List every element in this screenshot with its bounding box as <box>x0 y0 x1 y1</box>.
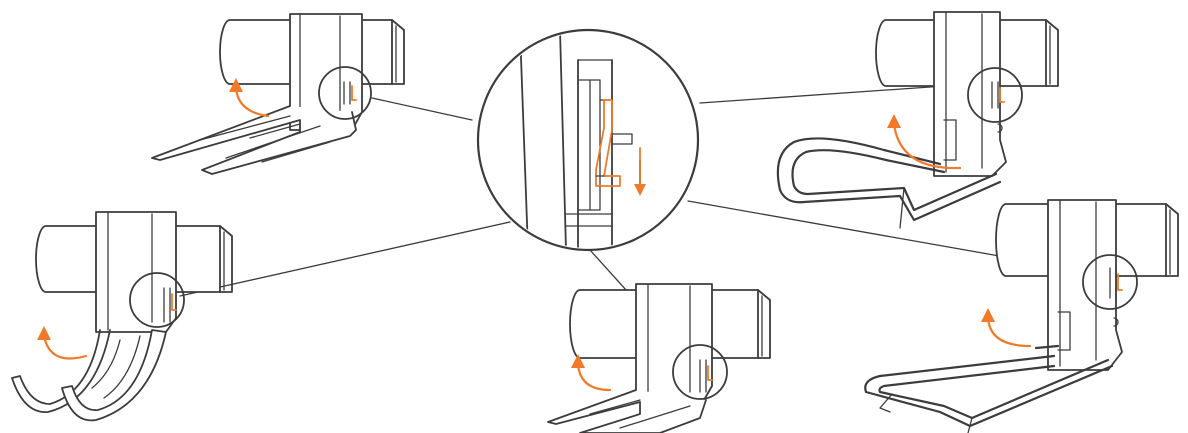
clip-body <box>933 11 1007 177</box>
rotate-up-arrow <box>234 86 270 118</box>
small-tray-hook <box>547 283 771 433</box>
clip-body <box>635 283 713 401</box>
j-curve-back <box>11 329 111 413</box>
latch-lever <box>595 99 621 187</box>
callout-circle <box>129 272 185 328</box>
rotate-up-arrow <box>576 362 612 392</box>
latch-detail-magnified <box>476 28 700 252</box>
rotate-up-arrow <box>42 334 88 360</box>
j-hook <box>11 211 233 422</box>
rotate-up-arrow <box>892 122 962 170</box>
leader-line-top-right <box>699 83 974 104</box>
magnifier-circle <box>476 28 700 252</box>
leader-line-left <box>179 221 511 297</box>
rotate-up-arrow <box>986 316 1032 348</box>
leader-line-top-left <box>371 97 473 121</box>
flat-tray-hook <box>151 13 405 175</box>
wire-loop-hook <box>776 11 1059 229</box>
wire-bar-hook <box>864 199 1179 433</box>
wire-loop <box>776 137 1002 222</box>
j-curve-front <box>61 329 167 422</box>
callout-circle <box>1082 254 1138 310</box>
callout-circle <box>672 344 728 400</box>
tray <box>151 105 357 175</box>
tray <box>547 389 707 433</box>
clip-body <box>1047 199 1123 371</box>
callout-circle <box>967 67 1023 123</box>
wire-bar <box>864 354 1114 428</box>
clip-body <box>95 211 177 333</box>
callout-circle <box>318 66 372 120</box>
